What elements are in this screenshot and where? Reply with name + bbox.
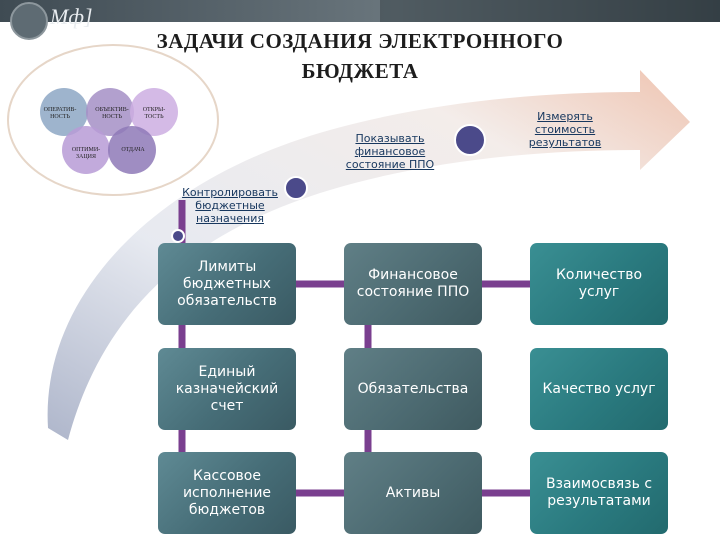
- page-title: ЗАДАЧИ СОЗДАНИЯ ЭЛЕКТРОННОГО БЮДЖЕТА: [156, 29, 564, 83]
- box-service-quality: Качество услуг: [530, 348, 668, 430]
- step-label-show: Показывать финансовое состояние ППО: [345, 132, 435, 171]
- step-label-measure: Измерять стоимость результатов: [528, 110, 602, 149]
- step-marker-dot: [454, 124, 486, 156]
- venn-circle-otkrytost: [130, 88, 178, 136]
- logo-text: Мф]: [50, 4, 93, 29]
- venn-label-otdacha: ОТДАЧА: [121, 147, 145, 153]
- step-label-control: Контролировать бюджетные назначения: [182, 186, 278, 225]
- box-assets: Активы: [344, 452, 482, 534]
- venn-circle-optimizatsiya: [62, 126, 110, 174]
- box-budget-limits: Лимиты бюджетных обязательств: [158, 243, 296, 325]
- box-financial-state: Финансовое состояние ППО: [344, 243, 482, 325]
- box-service-quantity: Количество услуг: [530, 243, 668, 325]
- logo-emblem-icon: [10, 2, 48, 40]
- step-marker-dot: [284, 176, 308, 200]
- box-obligations: Обязательства: [344, 348, 482, 430]
- header-bar: [0, 0, 720, 22]
- venn-circle-operativnost: [40, 88, 88, 136]
- box-treasury-account: Единый казначейский счет: [158, 348, 296, 430]
- venn-label-optimizatsiya: ОПТИМИ- ЗАЦИЯ: [71, 147, 101, 160]
- box-results-link: Взаимосвязь с результатами: [530, 452, 668, 534]
- venn-circle-obektivnost: [86, 88, 134, 136]
- venn-label-obektivnost: ОБЪЕКТИВ- НОСТЬ: [95, 107, 129, 120]
- venn-label-otkrytost: ОТКРЫ- ТОСТЬ: [142, 107, 166, 120]
- venn-label-operativnost: ОПЕРАТИВ- НОСТЬ: [43, 107, 77, 120]
- venn-circle-otdacha: [108, 126, 156, 174]
- step-marker-dot: [171, 229, 185, 243]
- box-cash-execution: Кассовое исполнение бюджетов: [158, 452, 296, 534]
